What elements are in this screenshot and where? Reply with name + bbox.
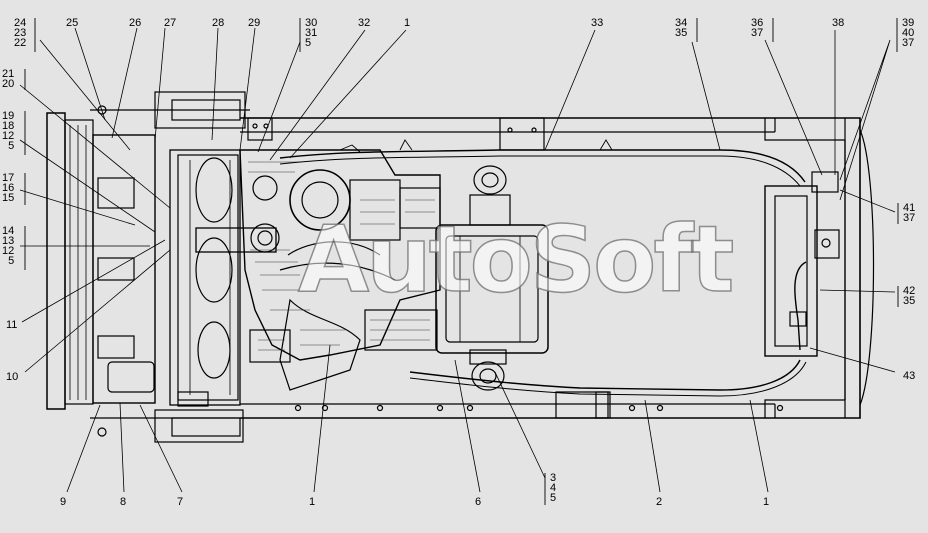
callout-label: 42	[903, 285, 916, 297]
callout-stack-14-13-12-5: 14 13 12 5	[2, 225, 15, 267]
callout-label: 35	[675, 27, 688, 39]
callout-label: 37	[751, 27, 764, 39]
callout-label: 21	[2, 68, 15, 80]
callout-2: 2	[656, 496, 663, 508]
callout-label: 19	[2, 110, 15, 122]
callout-stack-21-20: 21 20	[2, 68, 15, 90]
callout-stack-36-37: 36 37	[751, 18, 764, 39]
callout-label: 5	[8, 140, 15, 152]
callout-28: 28	[212, 17, 225, 29]
engine-block	[239, 149, 441, 391]
callout-label: 22	[14, 37, 27, 49]
callout-stack-24-23-22: 24 23 22	[14, 17, 27, 49]
callout-stack-34-35: 34 35	[675, 18, 688, 39]
callout-label: 13	[2, 235, 15, 247]
radiator-assembly	[46, 91, 250, 443]
callout-6: 6	[475, 496, 482, 508]
callout-label: 20	[2, 78, 15, 90]
callout-11: 11	[6, 319, 18, 331]
callout-label: 14	[2, 225, 15, 237]
callout-1-bottom-left: 1	[309, 496, 316, 508]
callout-label: 12	[2, 130, 15, 142]
callout-29: 29	[248, 17, 261, 29]
callout-stack-19-18-12-5: 19 18 12 5	[2, 110, 15, 152]
callout-7: 7	[177, 496, 184, 508]
callout-label: 5	[8, 255, 15, 267]
callout-stack-30-31-5: 30 31 5	[305, 18, 317, 49]
callout-38: 38	[832, 17, 845, 29]
callout-stack-41-37: 41 37	[903, 202, 916, 224]
callout-label: 5	[305, 37, 312, 49]
rear-tank	[764, 171, 840, 357]
callout-27: 27	[164, 17, 177, 29]
callout-label: 16	[2, 182, 15, 194]
callout-label: 15	[2, 192, 15, 204]
callout-label: 39	[902, 17, 915, 29]
callout-stack-39-40-37: 39 40 37	[902, 17, 915, 49]
callout-1-top: 1	[404, 17, 411, 29]
callout-label: 37	[903, 212, 916, 224]
callout-label: 41	[903, 202, 916, 214]
callout-label: 5	[550, 492, 557, 504]
callout-stack-42-35: 42 35	[903, 285, 916, 307]
callout-25: 25	[66, 17, 79, 29]
callout-9: 9	[60, 496, 67, 508]
callout-8: 8	[120, 496, 127, 508]
callout-33: 33	[591, 17, 604, 29]
callout-1-bottom-right: 1	[763, 496, 770, 508]
callout-label: 23	[14, 27, 27, 39]
callout-label: 40	[902, 27, 915, 39]
callout-32: 32	[358, 17, 371, 29]
callout-stack-17-16-15: 17 16 15	[2, 172, 15, 204]
callout-label: 17	[2, 172, 15, 184]
callout-label: 37	[902, 37, 915, 49]
watermark-text: AutoSoft	[297, 206, 735, 313]
callout-stack-3-4-5: 3 4 5	[550, 473, 557, 504]
callout-label: 12	[2, 245, 15, 257]
callout-26: 26	[129, 17, 142, 29]
cooling-fan	[169, 149, 277, 407]
callout-label: 35	[903, 295, 916, 307]
callout-10: 10	[6, 371, 19, 383]
callout-label: 18	[2, 120, 15, 132]
callout-43: 43	[903, 370, 916, 382]
callout-label: 24	[14, 17, 27, 29]
